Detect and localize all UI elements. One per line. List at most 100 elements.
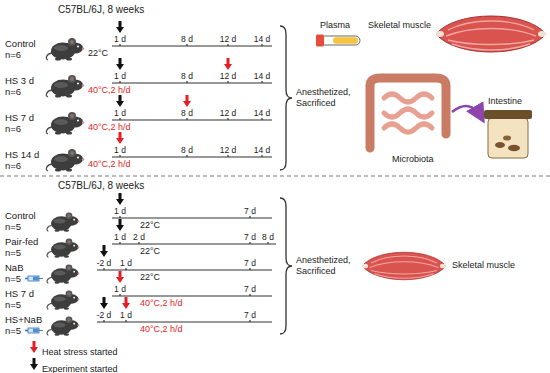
day-label: 12 d bbox=[220, 146, 237, 155]
group-name: HS 7 d bbox=[5, 112, 34, 123]
group-name: Control bbox=[5, 210, 36, 221]
temperature-note: 22°C bbox=[140, 272, 160, 282]
day-label: 12 d bbox=[220, 109, 237, 118]
sample-label: Skeletal muscle bbox=[368, 20, 431, 31]
sample-label: Skeletal muscle bbox=[452, 260, 515, 271]
day-label: 8 d bbox=[262, 233, 274, 242]
legend-text: Experiment started bbox=[42, 364, 118, 373]
mouse-icon bbox=[46, 149, 84, 172]
day-label: 14 d bbox=[254, 72, 271, 81]
day-label: 8 d bbox=[181, 146, 193, 155]
mouse-icon bbox=[47, 316, 79, 335]
sample-size: n=6 bbox=[5, 123, 21, 134]
heat-arrow bbox=[116, 271, 124, 283]
procedure-note: Anesthetized, Sacrificed bbox=[296, 255, 360, 277]
day-label: 14 d bbox=[254, 109, 271, 118]
legend-arrow bbox=[30, 358, 38, 370]
day-label: 8 d bbox=[181, 35, 193, 44]
mouse-icon bbox=[47, 212, 79, 231]
day-label: 12 d bbox=[220, 72, 237, 81]
group-name: HS 14 d bbox=[5, 149, 39, 160]
strain-heading: C57BL/6J, 8 weeks bbox=[58, 4, 144, 16]
day-label: 1 d bbox=[114, 233, 126, 242]
day-label: -2 d bbox=[97, 259, 112, 268]
day-label: 1 d bbox=[114, 109, 126, 118]
temperature-note: 40°C,2 h/d bbox=[88, 122, 131, 132]
mouse-icon bbox=[47, 238, 79, 257]
heat-arrow bbox=[224, 58, 232, 70]
day-label: 1 d bbox=[114, 72, 126, 81]
group-name: HS 3 d bbox=[5, 75, 34, 86]
mouse-icon bbox=[47, 290, 79, 309]
strain-heading: C57BL/6J, 8 weeks bbox=[58, 180, 144, 192]
day-label: 12 d bbox=[220, 35, 237, 44]
mouse-icon bbox=[46, 112, 84, 135]
muscle-illustration bbox=[362, 252, 446, 279]
sample-size: n=6 bbox=[5, 49, 21, 60]
intestine-illustration bbox=[370, 78, 446, 148]
day-label: 1 d bbox=[114, 207, 126, 216]
experiment-arrow bbox=[100, 245, 108, 257]
sample-size: n=6 bbox=[5, 160, 21, 171]
day-label: 1 d bbox=[114, 35, 126, 44]
procedure-note: Anesthetized, Sacrificed bbox=[296, 87, 360, 109]
muscle-illustration bbox=[436, 16, 546, 52]
heat-arrow bbox=[116, 132, 124, 144]
temperature-note: 22°C bbox=[140, 220, 160, 230]
syringe-icon bbox=[25, 328, 43, 333]
sample-size: n=5 bbox=[5, 221, 21, 232]
day-label: 7 d bbox=[244, 233, 256, 242]
experiment-arrow bbox=[116, 58, 124, 70]
experiment-arrow bbox=[116, 95, 124, 107]
experiment-arrow bbox=[116, 219, 124, 231]
day-label: 8 d bbox=[181, 109, 193, 118]
temperature-note: 40°C,2 h/d bbox=[88, 85, 131, 95]
mouse-icon bbox=[46, 38, 84, 61]
temperature-note: 40°C,2 h/d bbox=[140, 298, 183, 308]
timeline bbox=[97, 216, 276, 322]
heat-arrow bbox=[122, 297, 130, 309]
legend-entry: Heat stress started bbox=[42, 341, 118, 359]
day-label: 1 d bbox=[114, 285, 126, 294]
group-name: Pair-fed bbox=[5, 236, 38, 247]
timeline bbox=[112, 44, 272, 157]
mouse-icon bbox=[47, 264, 79, 283]
mouse-icon bbox=[46, 75, 84, 98]
sample-size: n=6 bbox=[5, 86, 21, 97]
temperature-note: 40°C,2 h/d bbox=[88, 159, 131, 169]
day-label: 7 d bbox=[244, 285, 256, 294]
start-arrows bbox=[30, 21, 232, 370]
plasma-tube bbox=[316, 35, 360, 47]
sample-size: n=5 bbox=[5, 325, 21, 336]
sample-label: Microbiota bbox=[392, 154, 434, 165]
day-label: 1 d bbox=[120, 259, 132, 268]
sample-size: n=5 bbox=[5, 299, 21, 310]
group-name: HS+NaB bbox=[5, 314, 42, 325]
day-label: 1 d bbox=[120, 311, 132, 320]
bracket bbox=[280, 26, 292, 170]
day-label: 14 d bbox=[254, 146, 271, 155]
sample-jar bbox=[484, 110, 532, 158]
sample-size: n=5 bbox=[5, 247, 21, 258]
experiment-arrow bbox=[116, 21, 124, 33]
day-label: 7 d bbox=[244, 311, 256, 320]
group-name: HS 7 d bbox=[5, 288, 34, 299]
day-label: 7 d bbox=[244, 207, 256, 216]
sample-label: Intestine bbox=[488, 96, 522, 107]
legend-text: Heat stress started bbox=[42, 347, 118, 357]
legend-entry: Experiment started bbox=[42, 358, 118, 373]
day-label: 8 d bbox=[181, 72, 193, 81]
day-label: 2 d bbox=[133, 233, 145, 242]
heat-arrow bbox=[183, 95, 191, 107]
day-label: 1 d bbox=[114, 146, 126, 155]
sample-label: Plasma bbox=[320, 20, 350, 31]
bracket bbox=[280, 198, 292, 334]
temperature-note: 22°C bbox=[140, 246, 160, 256]
experiment-arrow bbox=[100, 297, 108, 309]
section-divider bbox=[0, 176, 550, 177]
temperature-note: 40°C,2 h/d bbox=[140, 324, 183, 334]
microbiota-arrow bbox=[452, 106, 481, 117]
temperature-note: 22°C bbox=[88, 48, 108, 58]
group-name: NaB bbox=[5, 262, 23, 273]
experiment-arrow bbox=[116, 193, 124, 205]
